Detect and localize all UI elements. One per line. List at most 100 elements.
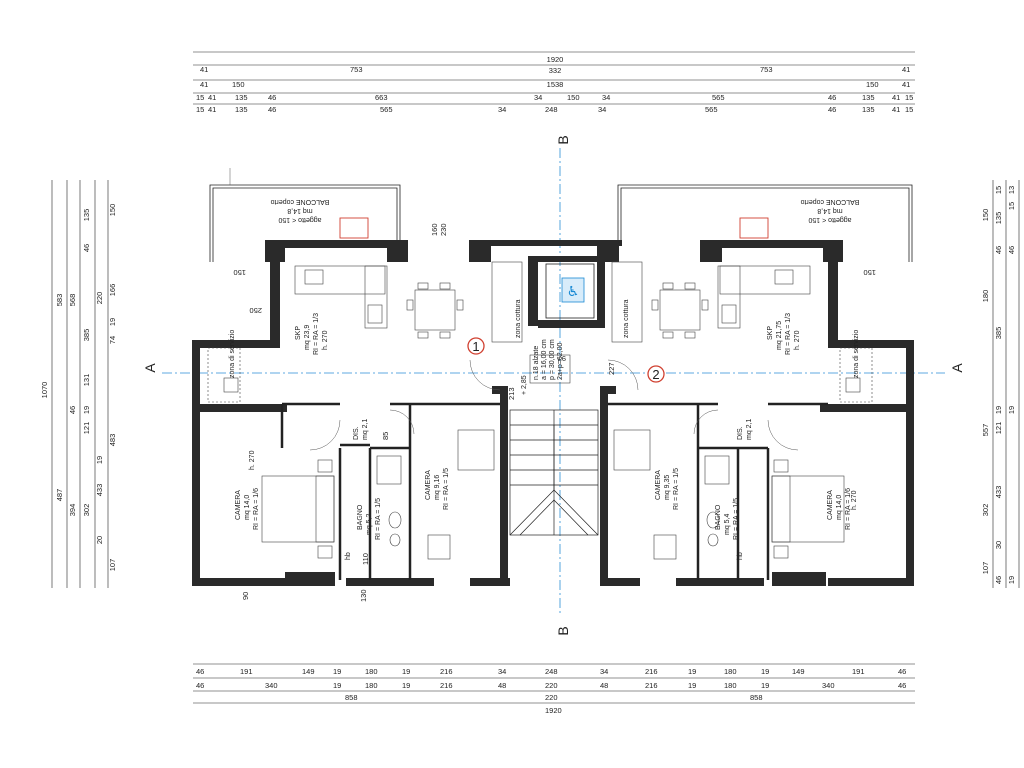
bot-r4-16: 46 <box>898 667 906 676</box>
stair-info-1: n.18 alzate <box>533 346 540 380</box>
left-dim-texts: 1070 583 487 568 385 131 19 121 483 433 … <box>40 204 117 572</box>
balcony-right-labels: BALCONE coperto mq 14,8 aggetto < 150 <box>801 198 860 223</box>
bot-r4-0: 46 <box>196 667 204 676</box>
stair-info-4: 2a+p=62,00 <box>557 343 564 380</box>
left-o0: 583 <box>55 294 64 307</box>
right-dim-texts: 150 135 46 180 385 557 433 302 107 15 13… <box>981 186 1016 584</box>
bot-r2-0: 858 <box>345 693 358 702</box>
right-bed1-name: CAMERA <box>827 490 834 520</box>
top-r5-4: 565 <box>380 105 393 114</box>
unit-1-label: 1 <box>472 339 479 354</box>
balcony-left-labels: BALCONE coperto mq 14,8 aggetto < 150 <box>271 198 330 223</box>
bot-r3-13: 340 <box>822 681 835 690</box>
section-a-right: A <box>949 363 965 373</box>
left-m4: 121 <box>82 422 91 435</box>
bot-r3-9: 216 <box>645 681 658 690</box>
top-dimension-chains <box>193 51 915 105</box>
bot-r4-13: 19 <box>761 667 769 676</box>
right-i8: 46 <box>994 576 1003 584</box>
bot-r3-10: 19 <box>688 681 696 690</box>
left-bath-area: mq 5,2 <box>366 513 373 535</box>
interior-dims: 150 150 160 230 250 227 213 85 90 130 11… <box>233 223 876 602</box>
exterior-walls <box>192 240 914 586</box>
top-r4-11: 41 <box>892 93 900 102</box>
left-i2: 46 <box>82 244 91 252</box>
left-kitchen-zone: zona cottura <box>515 299 522 338</box>
dim-227: 227 <box>607 362 616 375</box>
left-living-name: SKP <box>295 326 302 340</box>
left-bed1-name: CAMERA <box>235 490 242 520</box>
right-service: zona di servizio <box>853 330 860 378</box>
bot-r4-8: 248 <box>545 667 558 676</box>
section-axes <box>162 148 945 615</box>
top-r4-5: 34 <box>534 93 542 102</box>
unit-2-label: 2 <box>652 367 659 382</box>
bot-r3-14: 46 <box>898 681 906 690</box>
right-hb: hb <box>737 552 744 560</box>
bottom-dimension-chains <box>193 663 915 704</box>
left-i6: 19 <box>108 318 117 326</box>
top-r2-0: 41 <box>200 65 208 74</box>
top-r4-7: 34 <box>602 93 610 102</box>
dim-150b: 150 <box>863 268 876 277</box>
right-o1: 135 <box>994 212 1003 225</box>
left-bed2-name: CAMERA <box>425 470 432 500</box>
top-r4-0: 15 <box>196 93 204 102</box>
top-r4-12: 15 <box>905 93 913 102</box>
right-o8: 107 <box>981 562 990 575</box>
left-living-area: mq 23,9 <box>304 325 311 350</box>
section-markers: A A B B <box>142 135 965 635</box>
left-total: 1070 <box>40 382 49 399</box>
right-o2: 46 <box>994 246 1003 254</box>
balcony-left-area: mq 14,8 <box>287 207 312 214</box>
top-r5-12: 15 <box>905 105 913 114</box>
left-i0: 150 <box>108 204 117 217</box>
left-m3: 19 <box>82 406 91 414</box>
section-b-bottom: B <box>555 626 571 635</box>
top-r2-2: 332 <box>549 66 562 75</box>
right-living-height: h. 270 <box>794 330 801 350</box>
left-dimension-chains <box>51 180 109 588</box>
right-bed2-area: mq 9,35 <box>664 475 671 500</box>
top-r4-1: 41 <box>208 93 216 102</box>
top-r3-0: 41 <box>200 80 208 89</box>
right-unit-labels: SKP mq 21,75 RI = RA = 1/3 h. 270 zona c… <box>623 299 860 560</box>
right-dimension-chains <box>992 180 1020 588</box>
top-r5-11: 41 <box>892 105 900 114</box>
right-o3: 180 <box>981 290 990 303</box>
top-r4-6: 150 <box>567 93 580 102</box>
dim-160: 160 <box>430 223 439 236</box>
bot-r4-4: 180 <box>365 667 378 676</box>
right-living-name: SKP <box>767 326 774 340</box>
left-m8: 107 <box>108 559 117 572</box>
dim-90: 90 <box>241 592 250 600</box>
top-r5-8: 565 <box>705 105 718 114</box>
dim-250: 250 <box>249 306 262 315</box>
bot-r4-6: 216 <box>440 667 453 676</box>
top-r2-1: 753 <box>350 65 363 74</box>
left-m7: 302 <box>82 504 91 517</box>
left-living-ratio: RI = RA = 1/3 <box>313 313 320 355</box>
dim-110: 110 <box>361 553 370 565</box>
right-i7: 30 <box>994 541 1003 549</box>
right-i2: 15 <box>1007 202 1016 210</box>
right-dis-name: DIS. <box>737 426 744 440</box>
bot-r2-2: 858 <box>750 693 763 702</box>
bot-r3-8: 48 <box>600 681 608 690</box>
unit-2-circle <box>647 365 665 383</box>
right-o5: 557 <box>981 424 990 437</box>
bot-r3-5: 216 <box>440 681 453 690</box>
top-r4-8: 565 <box>712 93 725 102</box>
bottom-dim-texts: 46 191 149 19 180 19 216 34 248 34 216 1… <box>196 667 906 715</box>
right-bath-name: BAGNO <box>715 504 722 530</box>
balcony-right-note: aggetto < 150 <box>808 216 851 223</box>
top-r2-4: 41 <box>902 65 910 74</box>
bot-r4-10: 216 <box>645 667 658 676</box>
bot-r4-3: 19 <box>333 667 341 676</box>
left-service: zona di servizio <box>229 330 236 378</box>
right-i5: 121 <box>994 422 1003 435</box>
right-o7: 302 <box>981 504 990 517</box>
left-i1: 135 <box>82 209 91 222</box>
right-bed1-area: mq 14,0 <box>836 495 843 520</box>
